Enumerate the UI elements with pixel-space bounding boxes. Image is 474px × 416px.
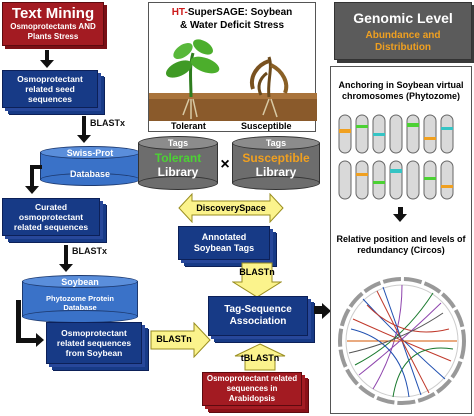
ht-supersage-subtitle: & Water Deficit Stress xyxy=(179,19,285,31)
curated-sequences-label: Curated osmoprotectant related sequences xyxy=(13,202,89,232)
ht-main: SuperSAGE: Soybean xyxy=(187,6,293,18)
seed-sequences-label: Osmoprotectant related seed sequences xyxy=(17,74,83,104)
tolerant-caption: Tolerant xyxy=(171,121,206,131)
text-mining-box: Text Mining Osmoprotectants AND Plants S… xyxy=(2,2,104,46)
swissprot-top-label: Swiss-Prot xyxy=(66,148,114,158)
ht-supersage-title: HT-SuperSAGE: Soybean xyxy=(149,6,315,18)
association-box: Tag-Sequence Association xyxy=(208,296,308,336)
cross-symbol: × xyxy=(220,156,230,173)
blastx-label-1: BLASTx xyxy=(90,118,126,128)
association-label: Tag-Sequence Association xyxy=(224,304,292,327)
arrow-down-1 xyxy=(45,50,49,62)
blastn-arrow-mid xyxy=(232,262,282,298)
tblastn-arrow xyxy=(234,343,286,371)
anchoring-text: Anchoring in Soybean virtual chromosomes… xyxy=(338,80,464,101)
susceptible-tags-label: Tags xyxy=(265,138,287,148)
arabidopsis-box: Osmoprotectant related sequences in Arab… xyxy=(202,372,302,406)
blastn-arrow-left xyxy=(150,322,211,358)
bent-arrow-1-v xyxy=(30,165,34,187)
blastn-label-left: BLASTn xyxy=(156,334,192,344)
discoveryspace-label: DiscoverySpace xyxy=(196,203,266,213)
swissprot-database: Swiss-Prot Database xyxy=(40,146,140,186)
annotated-tags-box: Annotated Soybean Tags xyxy=(178,226,270,260)
arrow-right-main-head xyxy=(322,303,331,319)
arrow-down-2-head xyxy=(77,135,91,143)
tblastn-label: tBLASTn xyxy=(240,353,280,363)
tolerant-lib-label: Library xyxy=(157,165,199,179)
arrow-down-right-head xyxy=(393,214,407,222)
bent-arrow-1-h xyxy=(30,165,42,169)
susceptible-caption: Susceptible xyxy=(241,121,292,131)
swissprot-bottom-label: Database xyxy=(69,169,111,179)
soybean-sequences-box: Osmoprotectant related sequences from So… xyxy=(46,322,142,364)
susceptible-lib-label: Library xyxy=(255,165,297,179)
chromosome-row-2 xyxy=(338,160,454,200)
genomic-subtitle: Abundance and Distribution xyxy=(365,30,441,53)
genomic-header: Genomic Level Abundance and Distribution xyxy=(334,2,472,60)
curated-sequences-box: Curated osmoprotectant related sequences xyxy=(2,198,100,236)
soybean-top-label: Soybean xyxy=(61,277,99,287)
genomic-panel: Anchoring in Soybean virtual chromosomes… xyxy=(330,66,472,414)
ht-supersage-panel: HT-SuperSAGE: Soybean & Water Deficit St… xyxy=(148,2,317,132)
tolerant-tags-label: Tags xyxy=(167,138,189,148)
tolerant-name: Tolerant xyxy=(154,151,202,165)
annotated-tags-label: Annotated Soybean Tags xyxy=(193,232,255,253)
arrow-right-main xyxy=(314,306,322,314)
bent-arrow-2-head xyxy=(36,333,44,347)
arrow-down-2 xyxy=(82,116,86,136)
bent-arrow-1-head xyxy=(25,186,39,194)
circos-plot xyxy=(338,277,466,405)
text-mining-subtitle: Osmoprotectants AND Plants Stress xyxy=(10,22,96,41)
bent-arrow-2-v xyxy=(16,300,21,342)
soybean-sequences-label: Osmoprotectant related sequences from So… xyxy=(56,328,132,358)
seed-sequences-box: Osmoprotectant related seed sequences xyxy=(2,70,98,108)
blastx-label-2: BLASTx xyxy=(72,246,108,256)
discoveryspace-arrow xyxy=(178,193,284,223)
arrow-down-right xyxy=(398,207,403,215)
soybean-bottom-label: Phytozome Protein Database xyxy=(46,294,114,312)
genomic-title: Genomic Level xyxy=(353,10,453,26)
bent-arrow-2-h xyxy=(16,338,36,343)
blastn-label-mid: BLASTn xyxy=(239,267,275,277)
arrow-down-3-head xyxy=(59,264,73,272)
soybean-database: Soybean Phytozome Protein Database xyxy=(22,275,138,323)
arabidopsis-label: Osmoprotectant related sequences in Arab… xyxy=(206,374,298,403)
text-mining-title: Text Mining xyxy=(11,5,95,22)
susceptible-name: Susceptible xyxy=(242,151,310,165)
ht-prefix: HT- xyxy=(171,6,188,18)
chromosome-row-1 xyxy=(338,114,454,154)
tolerant-library: Tags Tolerant Library xyxy=(138,136,218,190)
plants-illustration xyxy=(149,39,317,121)
susceptible-library: Tags Susceptible Library xyxy=(232,136,320,190)
arrow-down-1-head xyxy=(40,60,54,68)
chromosome-ideogram xyxy=(338,114,454,200)
relative-text: Relative position and levels of redundan… xyxy=(336,234,466,255)
arrow-down-3 xyxy=(64,245,68,265)
